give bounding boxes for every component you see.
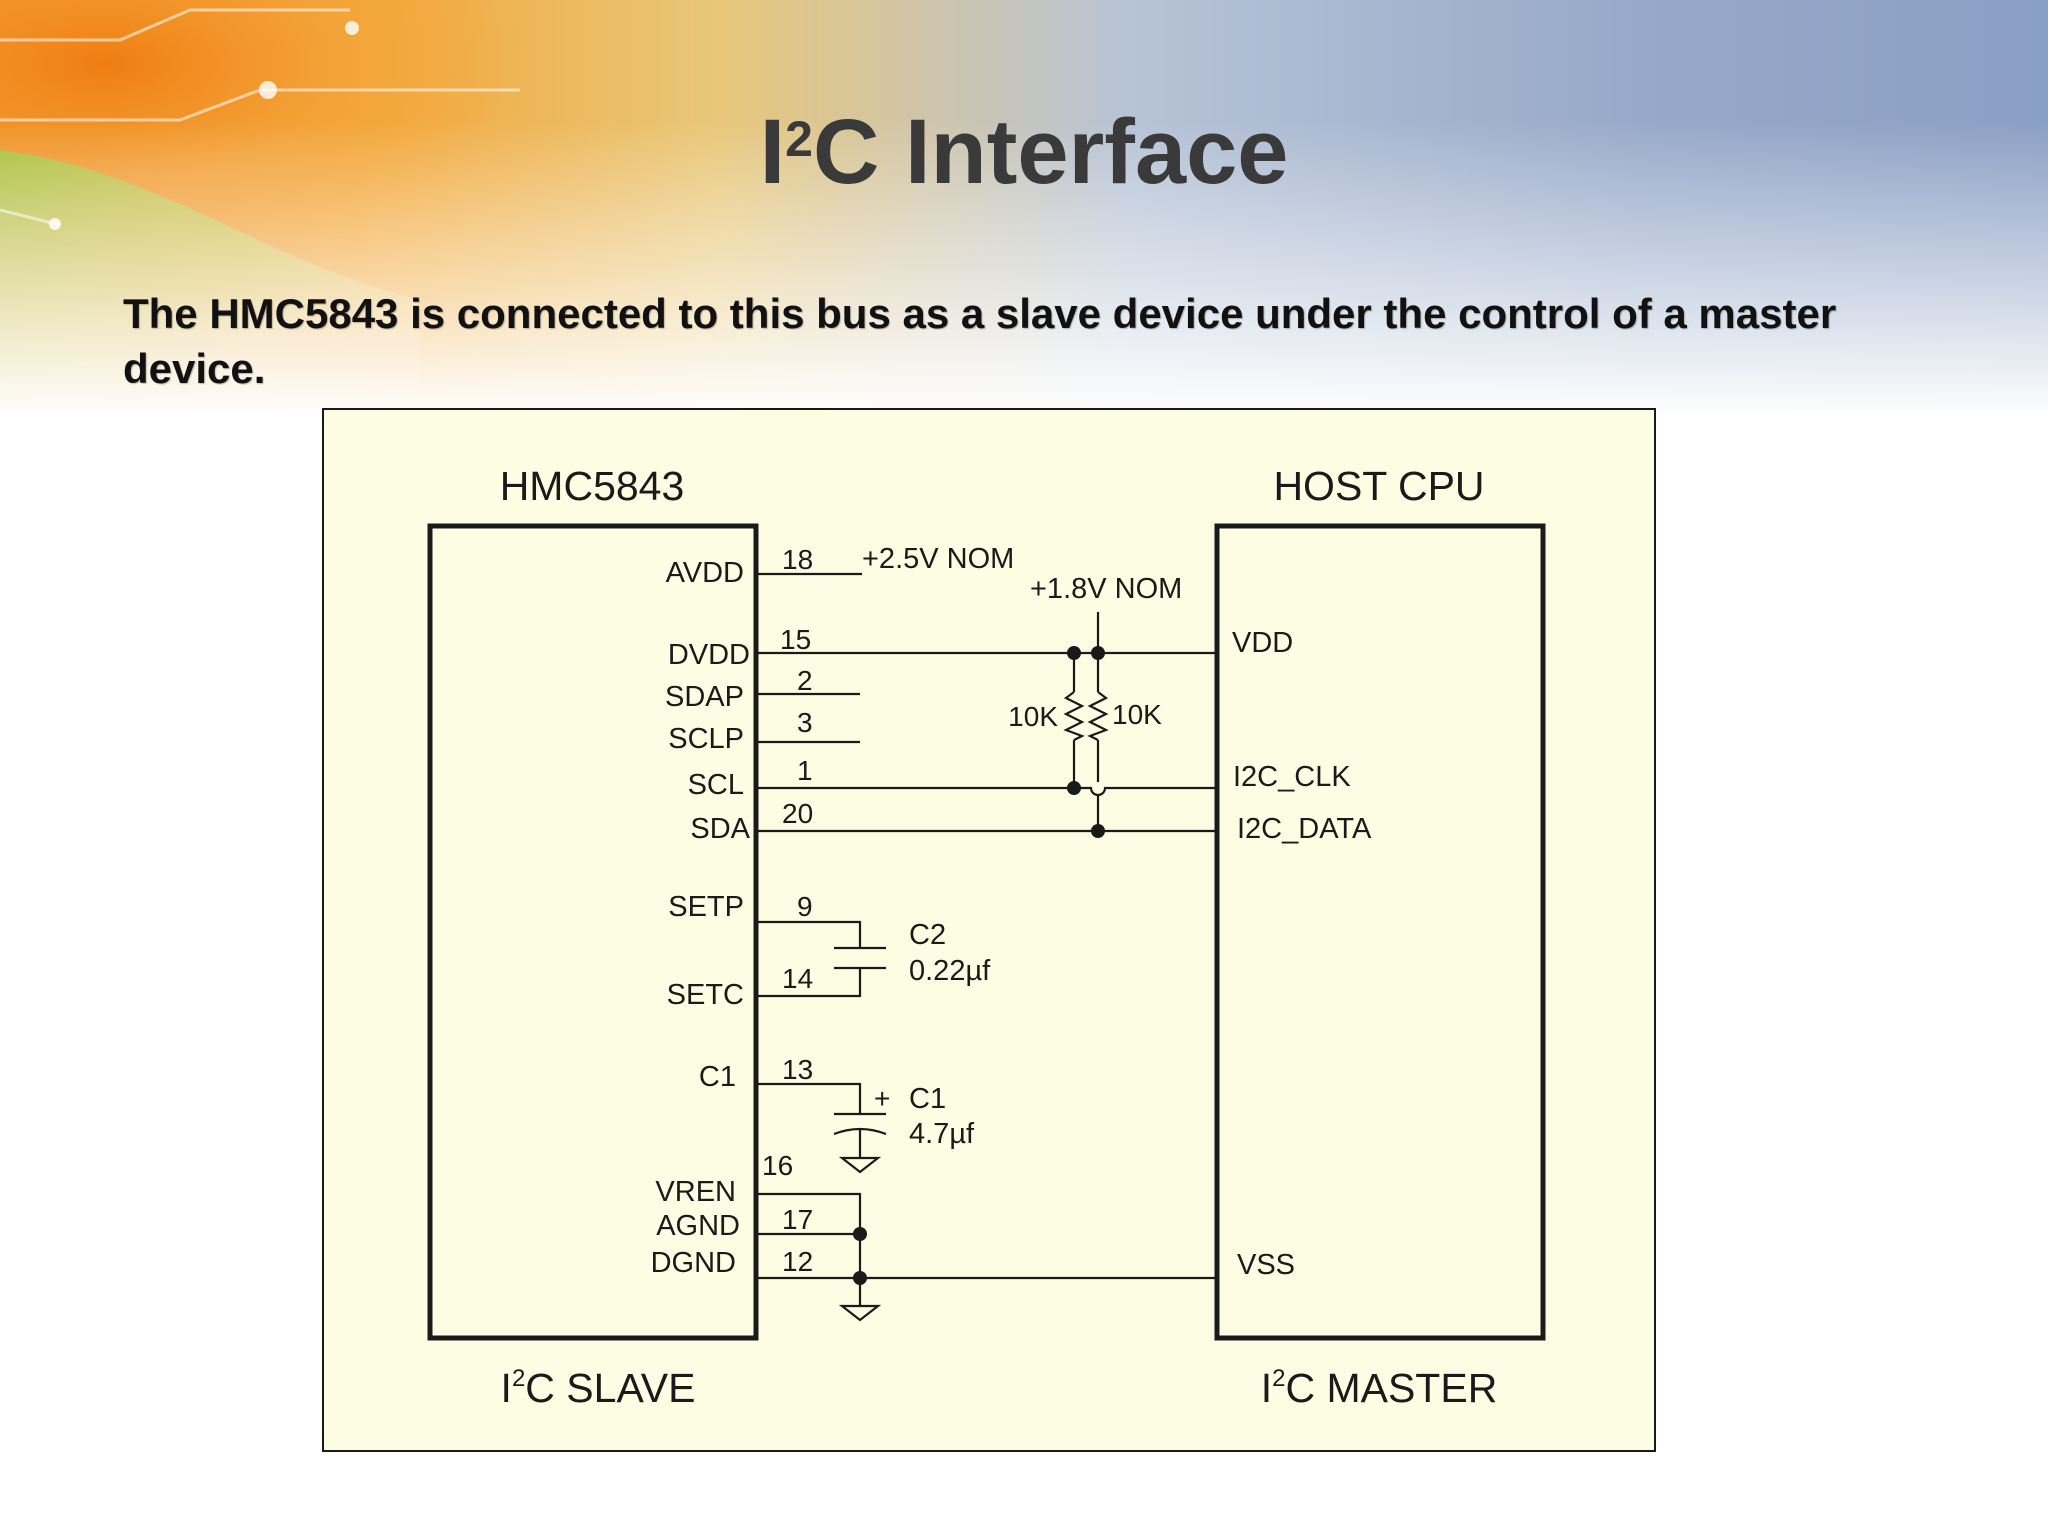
dvdd-rail-label: +1.8V NOM — [1030, 573, 1182, 605]
pin-label-dgnd: DGND — [651, 1247, 736, 1279]
slave-chip-name: HMC5843 — [500, 463, 685, 509]
pin-label-avdd: AVDD — [666, 557, 744, 589]
pin-label-sda: SDA — [690, 813, 750, 845]
pin-number-15: 15 — [780, 624, 811, 655]
capacitor-c1-name: C1 — [909, 1083, 946, 1115]
ground-symbol-c1 — [838, 1156, 882, 1174]
pin-number-16: 16 — [762, 1150, 793, 1181]
master-pin-i2c-clk: I2C_CLK — [1233, 761, 1351, 793]
pin-number-1: 1 — [797, 755, 813, 786]
master-role-label: I2C MASTER — [1261, 1365, 1498, 1411]
pin-number-17: 17 — [782, 1204, 813, 1235]
i2c-circuit-diagram: HMC5843 HOST CPU I2C SLAVE I2C MASTER AV… — [322, 408, 1656, 1452]
pin-label-c1: C1 — [699, 1061, 736, 1093]
avdd-rail-label: +2.5V NOM — [862, 543, 1014, 575]
capacitor-c1-polarity: + — [874, 1083, 890, 1114]
master-pin-vdd: VDD — [1232, 627, 1293, 659]
pin-label-sclp: SCLP — [668, 723, 744, 755]
master-pin-vss: VSS — [1237, 1249, 1295, 1281]
capacitor-c2 — [834, 946, 886, 970]
pin-label-sdap: SDAP — [665, 681, 744, 713]
capacitor-c2-name: C2 — [909, 919, 946, 951]
pin-number-2: 2 — [797, 665, 813, 696]
resistor-scl-pullup — [1063, 691, 1085, 741]
circuit-wires — [756, 572, 1217, 1306]
pin-label-dvdd: DVDD — [668, 639, 750, 671]
master-pin-i2c-data: I2C_DATA — [1237, 813, 1372, 845]
resistor-sda-pullup — [1087, 691, 1109, 741]
pin-number-18: 18 — [782, 544, 813, 575]
master-chip-box — [1214, 523, 1546, 1341]
pin-number-14: 14 — [782, 963, 813, 994]
capacitor-c2-value: 0.22µf — [909, 955, 991, 987]
pin-number-12: 12 — [782, 1246, 813, 1277]
master-chip-name: HOST CPU — [1273, 463, 1484, 509]
pin-label-setc: SETC — [667, 979, 744, 1011]
ground-symbol-dgnd — [838, 1304, 882, 1322]
pin-number-3: 3 — [797, 707, 813, 738]
pin-number-9: 9 — [797, 891, 813, 922]
slave-chip-box — [427, 523, 759, 1341]
pin-label-agnd: AGND — [656, 1210, 740, 1242]
capacitor-c1-value: 4.7µf — [909, 1118, 975, 1150]
pin-number-13: 13 — [782, 1054, 813, 1085]
slide-body-text: The HMC5843 is connected to this bus as … — [123, 290, 1837, 392]
pin-label-setp: SETP — [668, 891, 744, 923]
pin-label-vren: VREN — [655, 1176, 736, 1208]
pin-label-scl: SCL — [688, 769, 744, 801]
resistor-label-1: 10K — [1008, 701, 1058, 732]
resistor-label-2: 10K — [1112, 699, 1162, 730]
capacitor-c1 — [833, 1112, 887, 1136]
pin-number-20: 20 — [782, 798, 813, 829]
slide-title: I2C Interface — [759, 101, 1289, 203]
slave-role-label: I2C SLAVE — [501, 1365, 696, 1411]
junction-dots — [853, 646, 1105, 1285]
